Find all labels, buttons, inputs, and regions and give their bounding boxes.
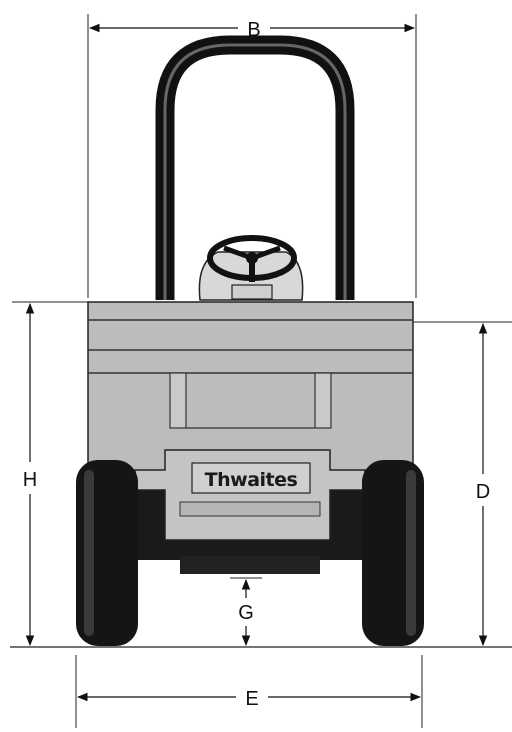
dimension-e: E — [75, 655, 423, 728]
dimension-d-label: D — [476, 481, 490, 503]
left-tyre — [76, 460, 138, 646]
dimension-h: H — [12, 301, 88, 647]
dimension-e-label: E — [245, 688, 258, 710]
steering-wheel — [198, 235, 304, 301]
dimension-d: D — [413, 321, 512, 647]
dimension-b-label: B — [247, 19, 260, 41]
right-tyre — [362, 460, 424, 646]
skip-body — [87, 301, 414, 473]
roll-bar — [155, 35, 355, 300]
brand-badge: Thwaites — [191, 462, 311, 494]
brand-badge-text: Thwaites — [205, 469, 298, 491]
dimension-g-label: G — [238, 602, 254, 624]
dimension-b: B — [87, 14, 417, 298]
dimension-g: G — [230, 577, 262, 647]
dimension-h-label: H — [23, 469, 37, 491]
